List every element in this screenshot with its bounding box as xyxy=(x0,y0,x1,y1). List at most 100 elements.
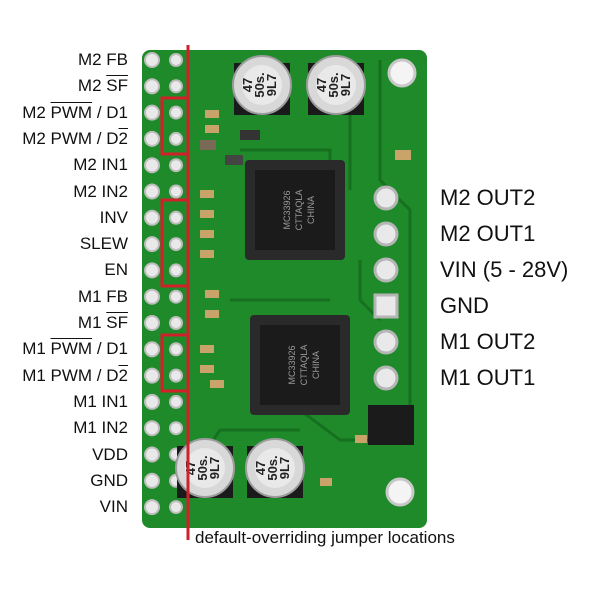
output-pads xyxy=(373,185,399,391)
header-pad xyxy=(144,420,160,437)
driver-chip-bottom: MC33926 CTTAQLA CHINA xyxy=(250,315,350,415)
header-pad xyxy=(144,236,160,253)
capacitor-marking: 47 xyxy=(240,78,255,92)
header-pad xyxy=(144,393,160,410)
pin-label-part: PWM xyxy=(50,102,93,122)
capacitor-marking: 50s. xyxy=(195,455,210,480)
pin-label-part: / D1 xyxy=(92,339,128,359)
pin-label-part: M1 PWM / D xyxy=(22,365,119,385)
left-pin-label: M2 PWM / D1 xyxy=(22,103,128,123)
svg-text:CHINA: CHINA xyxy=(311,351,321,379)
left-pin-label: M1 PWM / D1 xyxy=(22,339,128,359)
pin-label-part: SLEW xyxy=(79,234,128,254)
left-pin-label: SLEW xyxy=(80,234,128,254)
header-pad xyxy=(169,342,183,357)
capacitor-marking: 9L7 xyxy=(338,74,353,96)
header-pad xyxy=(169,210,183,225)
capacitor-marking: 9L7 xyxy=(277,457,292,479)
header-pad xyxy=(169,421,183,436)
capacitor-marking: 47 xyxy=(314,78,329,92)
header-pad xyxy=(169,289,183,304)
capacitor-marking: 9L7 xyxy=(207,457,222,479)
left-pin-label: M2 IN1 xyxy=(73,155,128,175)
pin-label-part: M2 FB xyxy=(77,50,128,69)
header-pad xyxy=(144,499,160,516)
header-pad xyxy=(169,316,183,330)
left-pin-label: M2 SF xyxy=(78,76,128,96)
pin-label-part: EN xyxy=(104,260,128,280)
left-pin-label: VIN xyxy=(100,497,128,517)
header-pad xyxy=(169,184,183,199)
header-pad xyxy=(144,183,160,200)
header-pad xyxy=(144,104,160,121)
header-pad xyxy=(169,131,183,146)
left-pin-label: GND xyxy=(90,471,128,491)
output-pin-label: M2 OUT1 xyxy=(440,221,536,246)
capacitor-marking: 47 xyxy=(253,461,268,475)
pin-label-part: 2 xyxy=(118,128,128,148)
header-pad xyxy=(169,394,183,409)
capacitor-marking: 50s. xyxy=(326,72,341,97)
left-pin-label: INV xyxy=(100,208,128,228)
left-pin-label: M1 FB xyxy=(78,287,128,307)
pin-label-part: / D1 xyxy=(92,102,128,122)
left-pin-label: VDD xyxy=(92,445,128,465)
left-pin-label: M2 FB xyxy=(78,50,128,70)
header-pads xyxy=(144,52,183,516)
header-pad xyxy=(144,52,160,68)
svg-text:MC33926: MC33926 xyxy=(282,190,292,229)
mount-hole xyxy=(385,477,415,507)
left-pin-label: M1 IN1 xyxy=(73,392,128,412)
pin-label-part: M2 IN1 xyxy=(73,155,128,175)
pin-label-part: VDD xyxy=(92,444,128,464)
header-pad xyxy=(144,157,160,174)
pin-label-part: M1 IN2 xyxy=(73,418,128,438)
header-pad xyxy=(144,262,160,279)
mount-hole xyxy=(387,58,417,88)
pin-label-part: M1 IN1 xyxy=(73,391,128,411)
output-pad xyxy=(373,185,399,211)
driver-chip-top: MC33926 CTTAQLA CHINA xyxy=(245,160,345,260)
output-pad xyxy=(373,221,399,247)
header-pad xyxy=(169,368,183,383)
capacitor-marking: 50s. xyxy=(265,455,280,480)
pin-label-part: M1 xyxy=(77,313,107,332)
header-pad xyxy=(169,263,183,278)
header-pad xyxy=(144,130,160,147)
header-pad xyxy=(144,78,160,95)
svg-text:CTTAQLA: CTTAQLA xyxy=(299,345,309,386)
left-pin-label: M2 IN2 xyxy=(73,182,128,202)
header-pad xyxy=(169,53,183,67)
pin-label-part: VIN xyxy=(99,497,128,517)
pin-label-part: SF xyxy=(106,313,128,332)
header-pad xyxy=(144,315,160,331)
output-pin-label: VIN (5 - 28V) xyxy=(440,257,569,282)
output-pin-label: M1 OUT2 xyxy=(440,329,536,354)
left-pin-label: M1 IN2 xyxy=(73,418,128,438)
header-pad xyxy=(144,209,160,226)
pin-label-part: M2 xyxy=(77,76,107,96)
header-pad xyxy=(169,500,183,515)
header-pad xyxy=(169,158,183,173)
svg-text:CHINA: CHINA xyxy=(306,196,316,224)
header-pad xyxy=(144,288,160,305)
smd-components xyxy=(200,110,411,486)
svg-text:MC33926: MC33926 xyxy=(287,345,297,384)
header-pad xyxy=(169,79,183,94)
pin-label-part: M2 PWM / D xyxy=(22,128,119,148)
output-pin-label: M2 OUT2 xyxy=(440,185,536,210)
pin-label-part: M2 IN2 xyxy=(73,181,128,201)
left-pin-label: M1 PWM / D2 xyxy=(22,366,128,386)
header-pad xyxy=(144,341,160,358)
pin-label-part: SF xyxy=(106,76,128,96)
output-pad xyxy=(373,365,399,391)
pin-label-part: 2 xyxy=(118,365,128,385)
header-pad xyxy=(144,367,160,384)
left-pin-label: M1 SF xyxy=(78,313,128,333)
left-pin-label: EN xyxy=(104,260,128,280)
svg-text:CTTAQLA: CTTAQLA xyxy=(294,190,304,231)
capacitor-marking: 9L7 xyxy=(264,74,279,96)
